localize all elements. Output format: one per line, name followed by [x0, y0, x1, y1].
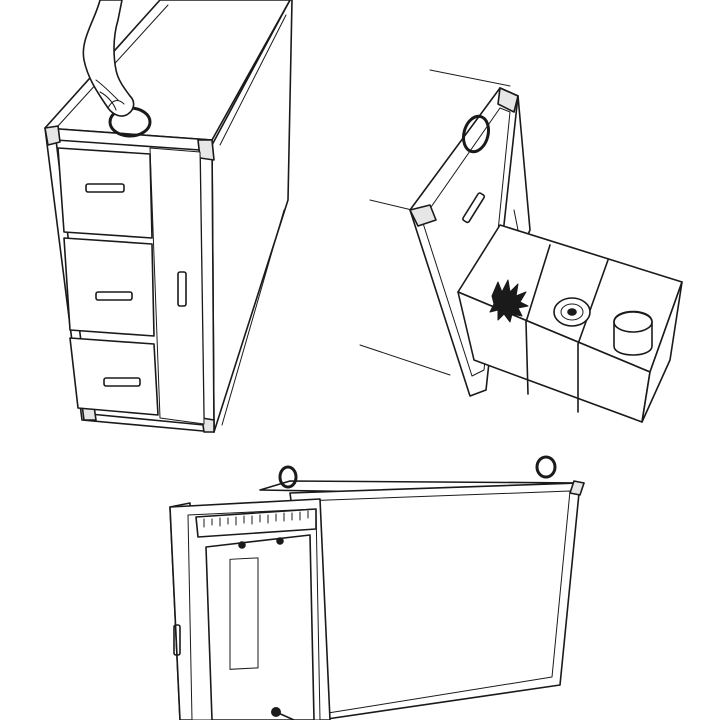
hand-carrying-icon: [82, 0, 135, 117]
pull-out-board-illustration: [160, 455, 600, 720]
pins-icon: [489, 279, 529, 323]
ruler-board-icon: [195, 508, 317, 538]
closed-case-illustration: [0, 0, 340, 450]
tape-roll-icon: [553, 297, 591, 327]
open-drawer-illustration: [350, 60, 720, 430]
jar-icon: [613, 310, 653, 356]
